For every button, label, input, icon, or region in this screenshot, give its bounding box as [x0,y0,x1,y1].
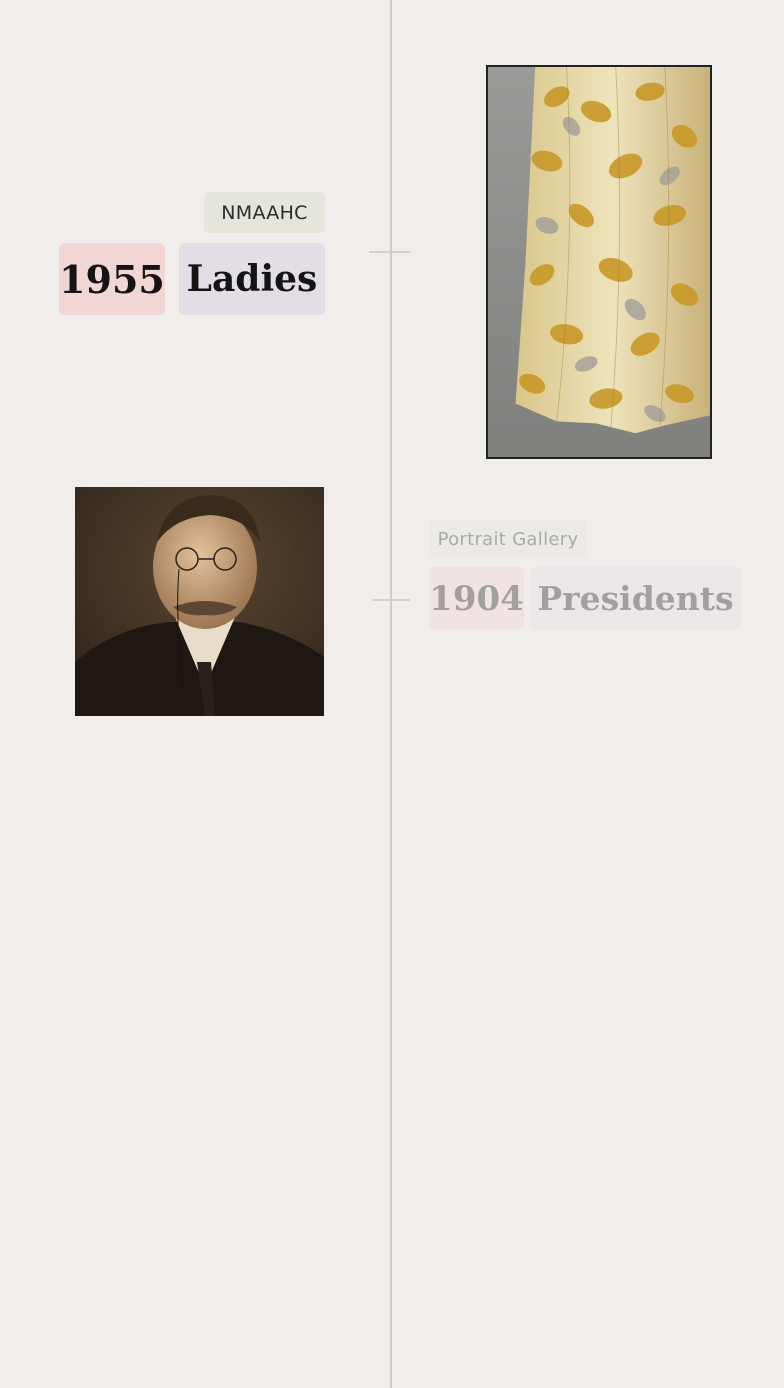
topic-badge[interactable]: Ladies [179,243,325,315]
timeline-spine [390,0,392,1388]
source-badge[interactable]: NMAAHC [204,192,325,233]
timeline-connector [372,599,410,601]
source-badge[interactable]: Portrait Gallery [429,520,587,558]
dress-illustration [488,67,710,457]
dress-image[interactable] [486,65,712,459]
topic-badge[interactable]: Presidents [530,567,741,630]
year-badge[interactable]: 1955 [59,243,165,315]
timeline-connector [369,251,411,253]
portrait-illustration [75,487,324,716]
year-badge[interactable]: 1904 [429,567,524,630]
portrait-image[interactable] [75,487,324,716]
